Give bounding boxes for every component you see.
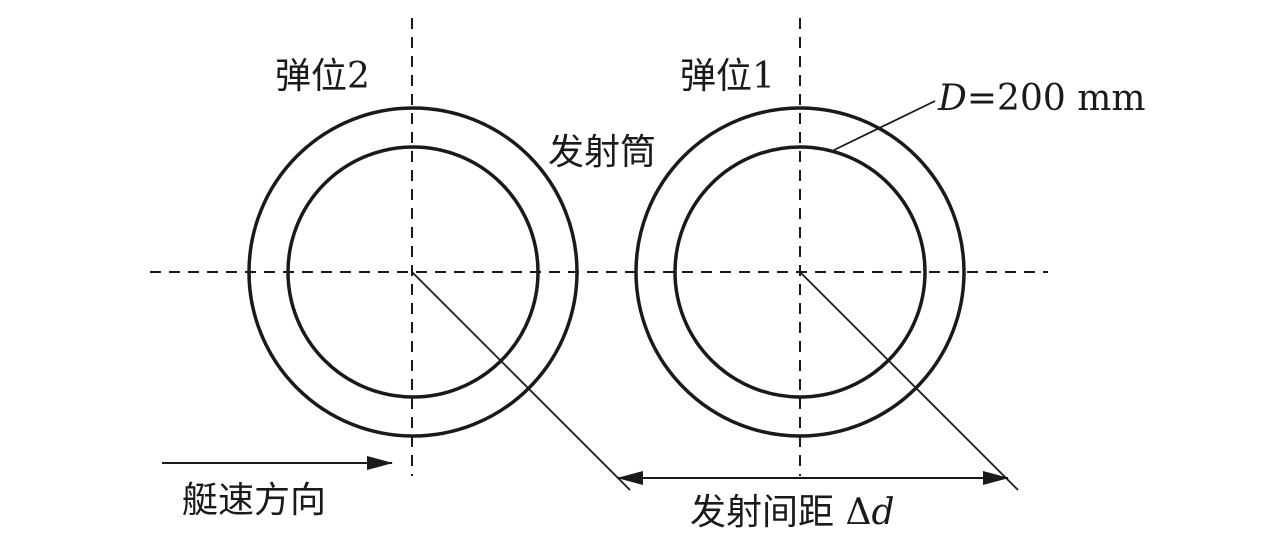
boat-direction-label: 艇速方向 [182, 480, 326, 521]
diameter-leader-line [833, 100, 936, 151]
extension-line-position-2 [411, 271, 631, 491]
spacing-text: 发射间距 Δ [690, 492, 871, 533]
position-2-label: 弹位2 [275, 56, 370, 97]
inner-circle [286, 145, 540, 399]
outer-circle [634, 106, 966, 438]
outer-circle [247, 106, 579, 438]
spacing-label: 发射间距 Δd [690, 492, 895, 533]
tube-position-2 [247, 106, 579, 438]
inner-circle [673, 145, 927, 399]
diameter-variable: D [937, 78, 967, 119]
position-1-label: 弹位1 [680, 56, 775, 97]
spacing-variable: d [871, 492, 894, 533]
diameter-label: D=200 mm [937, 78, 1145, 119]
tube-label: 发射筒 [548, 132, 656, 173]
tube-position-1 [634, 106, 966, 438]
diameter-value: =200 mm [967, 78, 1146, 119]
extension-line-position-1 [799, 271, 1019, 491]
